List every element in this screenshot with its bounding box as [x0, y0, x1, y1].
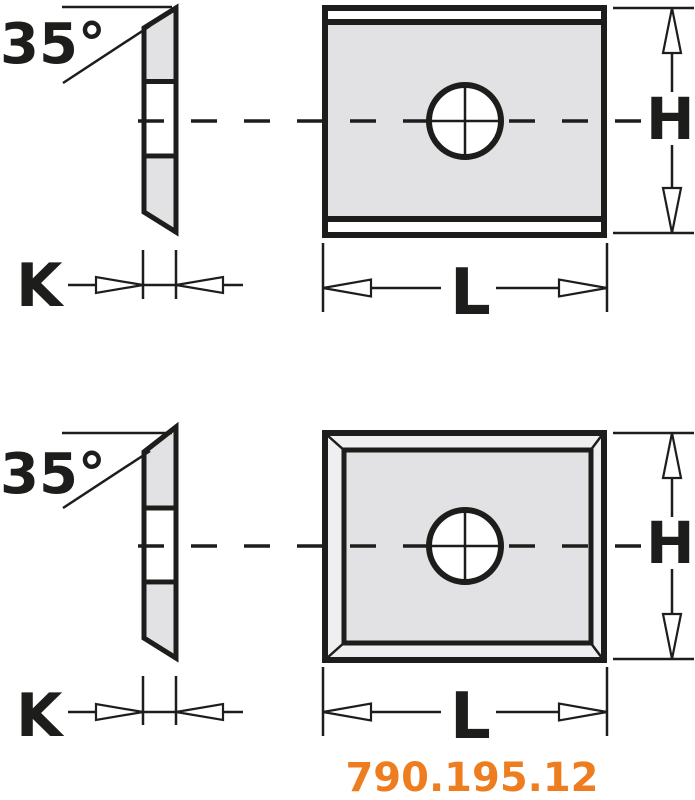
angle-leader-line: [62, 449, 151, 510]
h-arrow-up: [661, 7, 683, 55]
chamfer-corner-top-right: [589, 434, 603, 452]
side-bevel-face-bottom: [146, 159, 174, 229]
angle-label: 35°: [0, 442, 106, 507]
k-arrow-left: [94, 702, 144, 722]
h-arrow-down: [661, 186, 683, 234]
h-label: H: [646, 85, 695, 153]
chamfer-corner-bottom-left: [326, 641, 346, 659]
side-view: [141, 421, 179, 663]
side-profile-border: [141, 421, 179, 663]
product-code: 790.195.12: [345, 755, 598, 800]
diagram-bottom-insert: 35° K H L: [0, 421, 695, 754]
l-arrow-left: [322, 702, 373, 722]
k-dimension: K: [16, 676, 243, 751]
k-arrow-right: [175, 702, 225, 722]
side-bevel-face-top: [146, 430, 174, 506]
diagram-top-insert: 35° K H L: [0, 3, 695, 330]
l-arrow-right: [557, 702, 608, 722]
k-label: K: [16, 681, 65, 751]
l-arrow-right: [557, 278, 608, 298]
side-bevel-face-bottom: [146, 585, 174, 655]
chamfer-corner-bottom-right: [589, 641, 603, 659]
l-dimension: L: [321, 243, 609, 330]
h-arrow-down: [661, 612, 683, 660]
chamfer-corner-top-left: [326, 434, 346, 452]
k-label: K: [16, 251, 65, 321]
k-arrow-right: [175, 275, 225, 295]
mounting-hole: [426, 82, 504, 160]
h-label: H: [646, 509, 695, 577]
angle-leader-line: [62, 24, 151, 85]
h-arrow-up: [661, 432, 683, 480]
angle-annotation: 35°: [0, 431, 172, 510]
angle-label: 35°: [0, 12, 106, 77]
k-arrow-left: [94, 275, 144, 295]
angle-annotation: 35°: [0, 5, 172, 85]
h-dimension: H: [613, 431, 695, 661]
side-bevel-face-top: [146, 11, 174, 79]
l-arrow-left: [322, 278, 373, 298]
l-label: L: [450, 680, 491, 754]
side-profile-border: [141, 3, 179, 237]
h-dimension: H: [613, 6, 695, 235]
l-label: L: [450, 256, 491, 330]
k-dimension: K: [16, 250, 243, 321]
l-dimension: L: [321, 667, 609, 754]
mounting-hole: [426, 507, 504, 585]
